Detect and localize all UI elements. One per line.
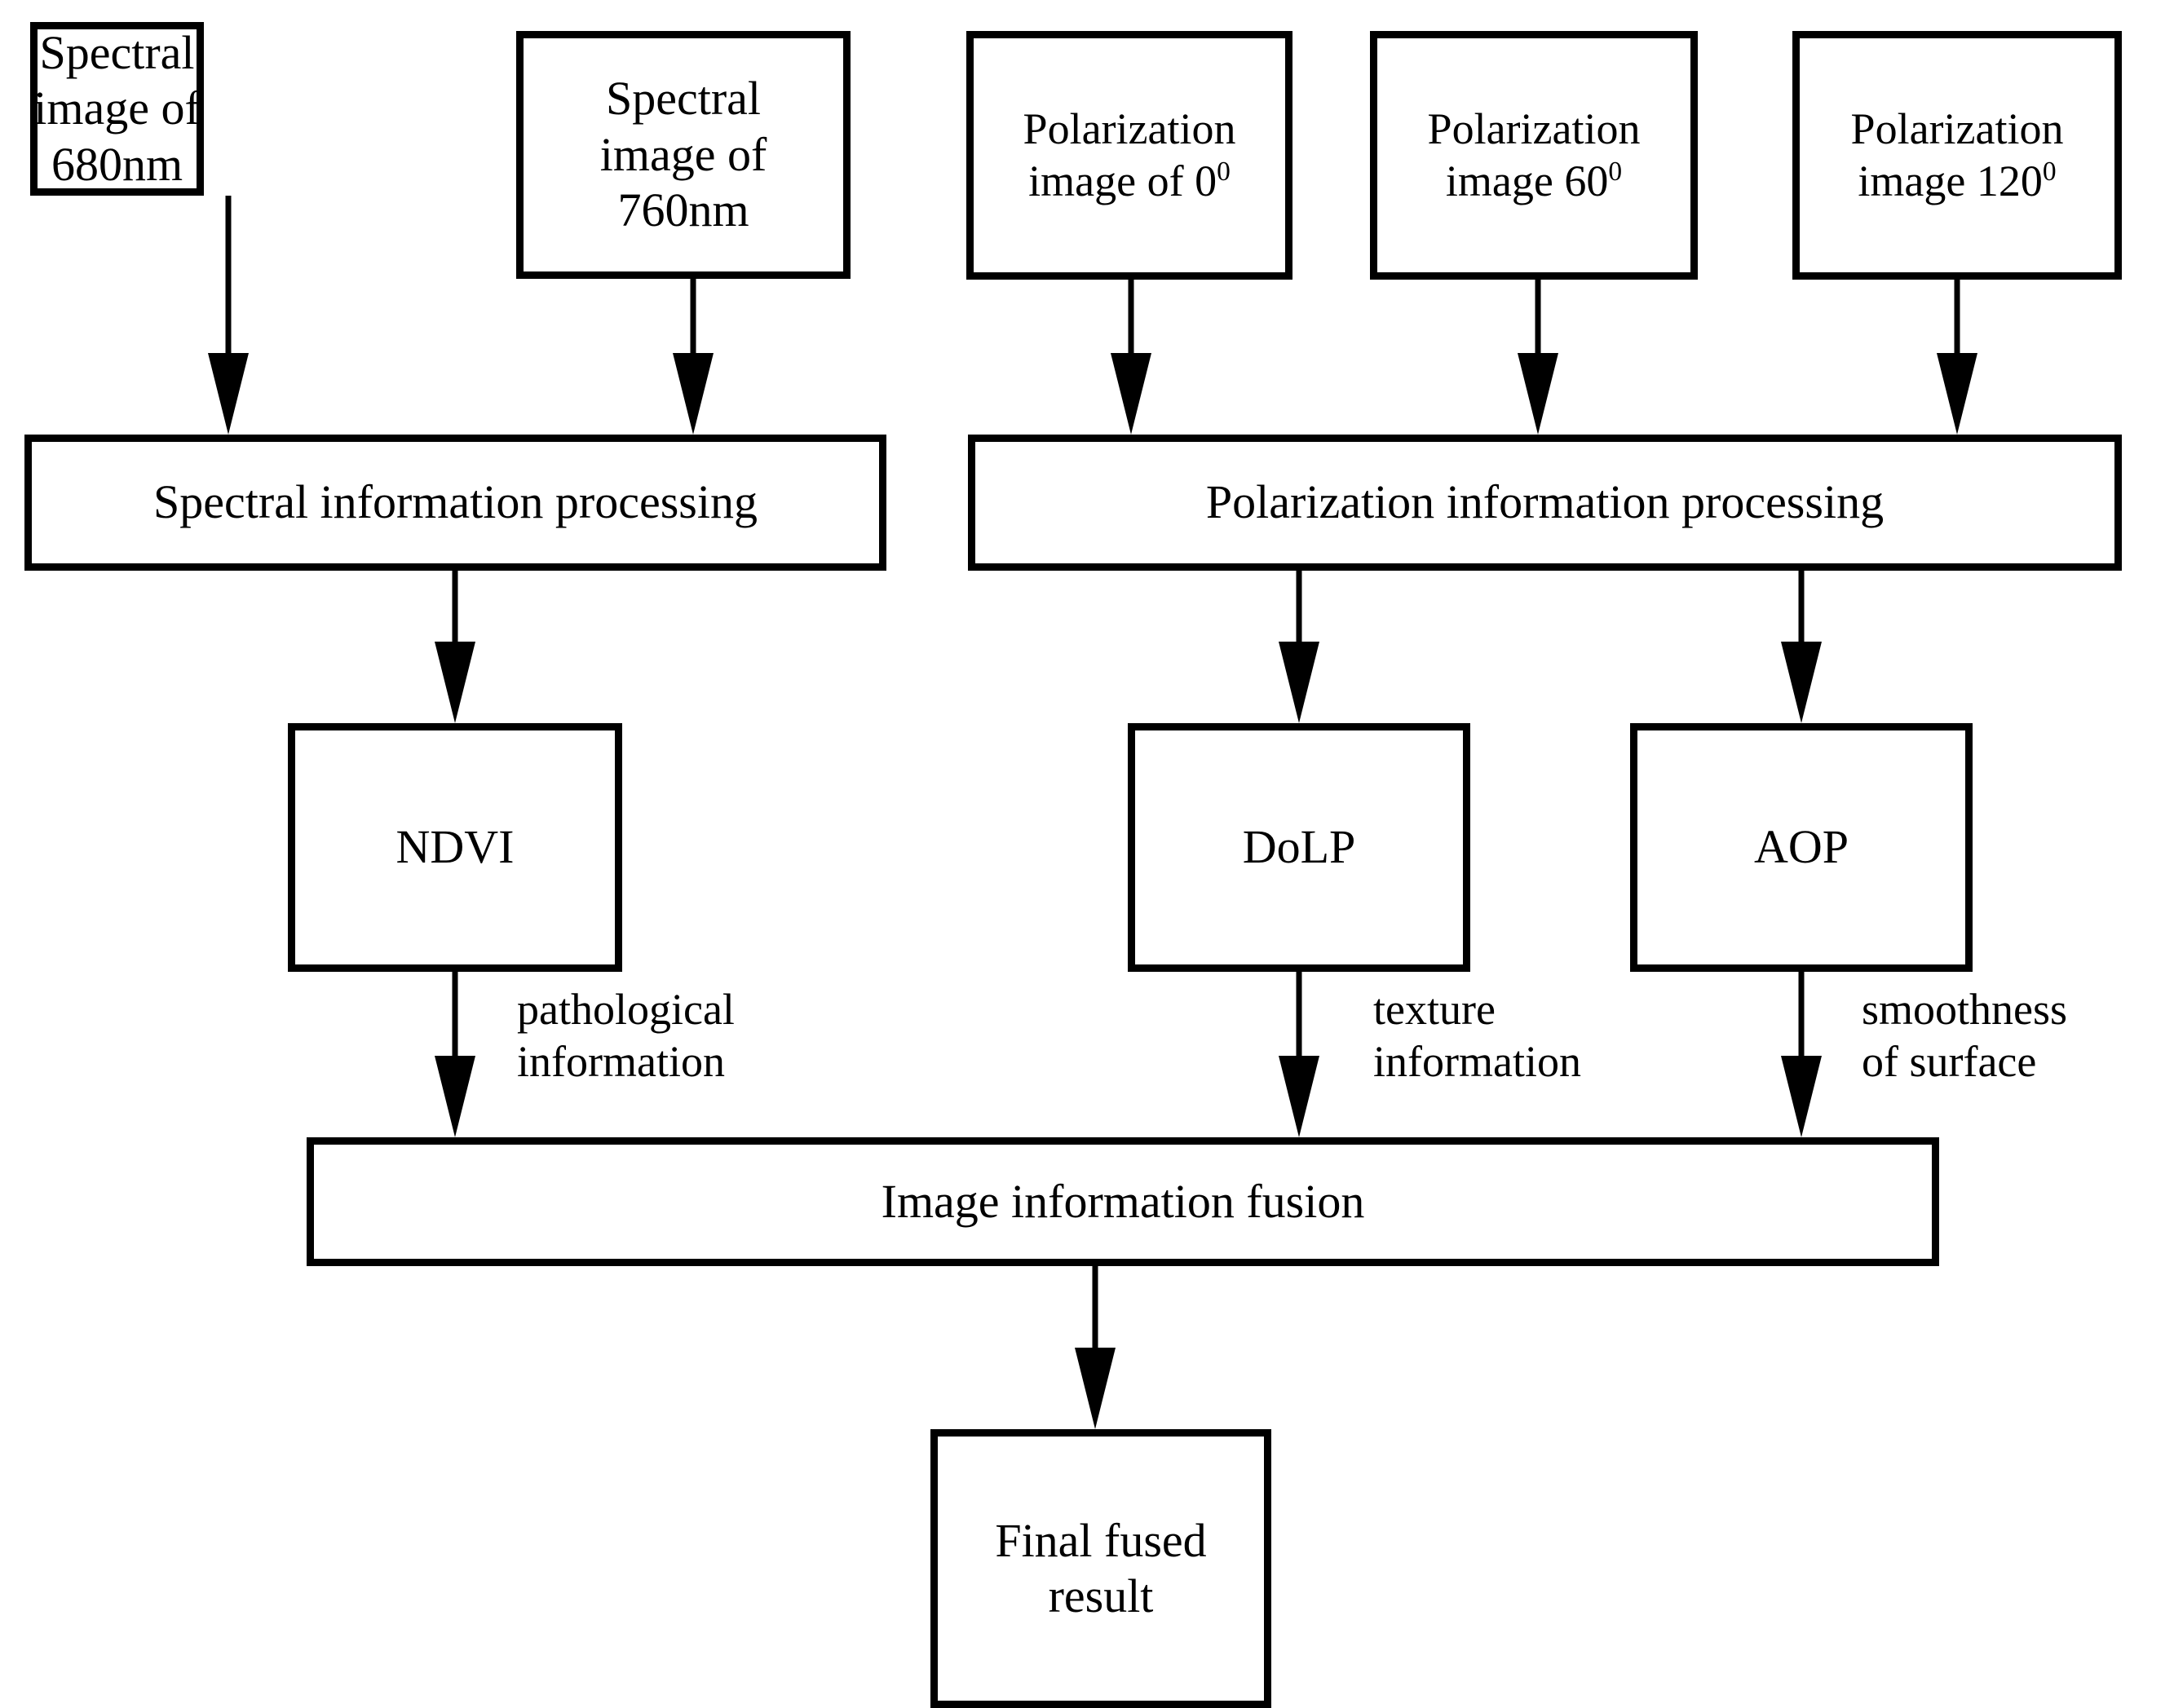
- arrow-head-e6: [435, 642, 475, 723]
- node-box-pol_proc: [968, 435, 2122, 571]
- node-box-spectral_760: [516, 31, 851, 279]
- arrow-head-e12: [1075, 1348, 1116, 1429]
- node-box-aop: [1630, 723, 1973, 972]
- node-box-spectral_680: [30, 22, 204, 196]
- arrow-head-e4: [1518, 353, 1558, 435]
- node-boxes-group: [24, 22, 2122, 1708]
- node-box-pol_60: [1370, 31, 1698, 280]
- edge-label-texture: texture information: [1373, 985, 1581, 1086]
- arrow-head-e10: [1279, 1056, 1319, 1137]
- node-box-fusion: [307, 1137, 1939, 1266]
- arrow-head-e1: [208, 353, 249, 435]
- arrow-head-e11: [1781, 1056, 1822, 1137]
- node-box-pol_0: [966, 31, 1292, 280]
- arrow-head-e9: [435, 1056, 475, 1137]
- node-box-spectral_proc: [24, 435, 886, 571]
- node-box-dolp: [1128, 723, 1470, 972]
- node-box-ndvi: [288, 723, 622, 972]
- node-box-pol_120: [1792, 31, 2122, 280]
- arrow-head-e7: [1279, 642, 1319, 723]
- arrow-head-e3: [1111, 353, 1151, 435]
- edge-label-pathological: pathological information: [517, 985, 735, 1086]
- arrow-head-e2: [673, 353, 714, 435]
- arrow-head-e8: [1781, 642, 1822, 723]
- arrow-head-e5: [1937, 353, 1977, 435]
- node-box-final: [930, 1429, 1271, 1708]
- edge-label-smoothness: smoothness of surface: [1862, 985, 2068, 1086]
- edges-group: [208, 196, 1977, 1429]
